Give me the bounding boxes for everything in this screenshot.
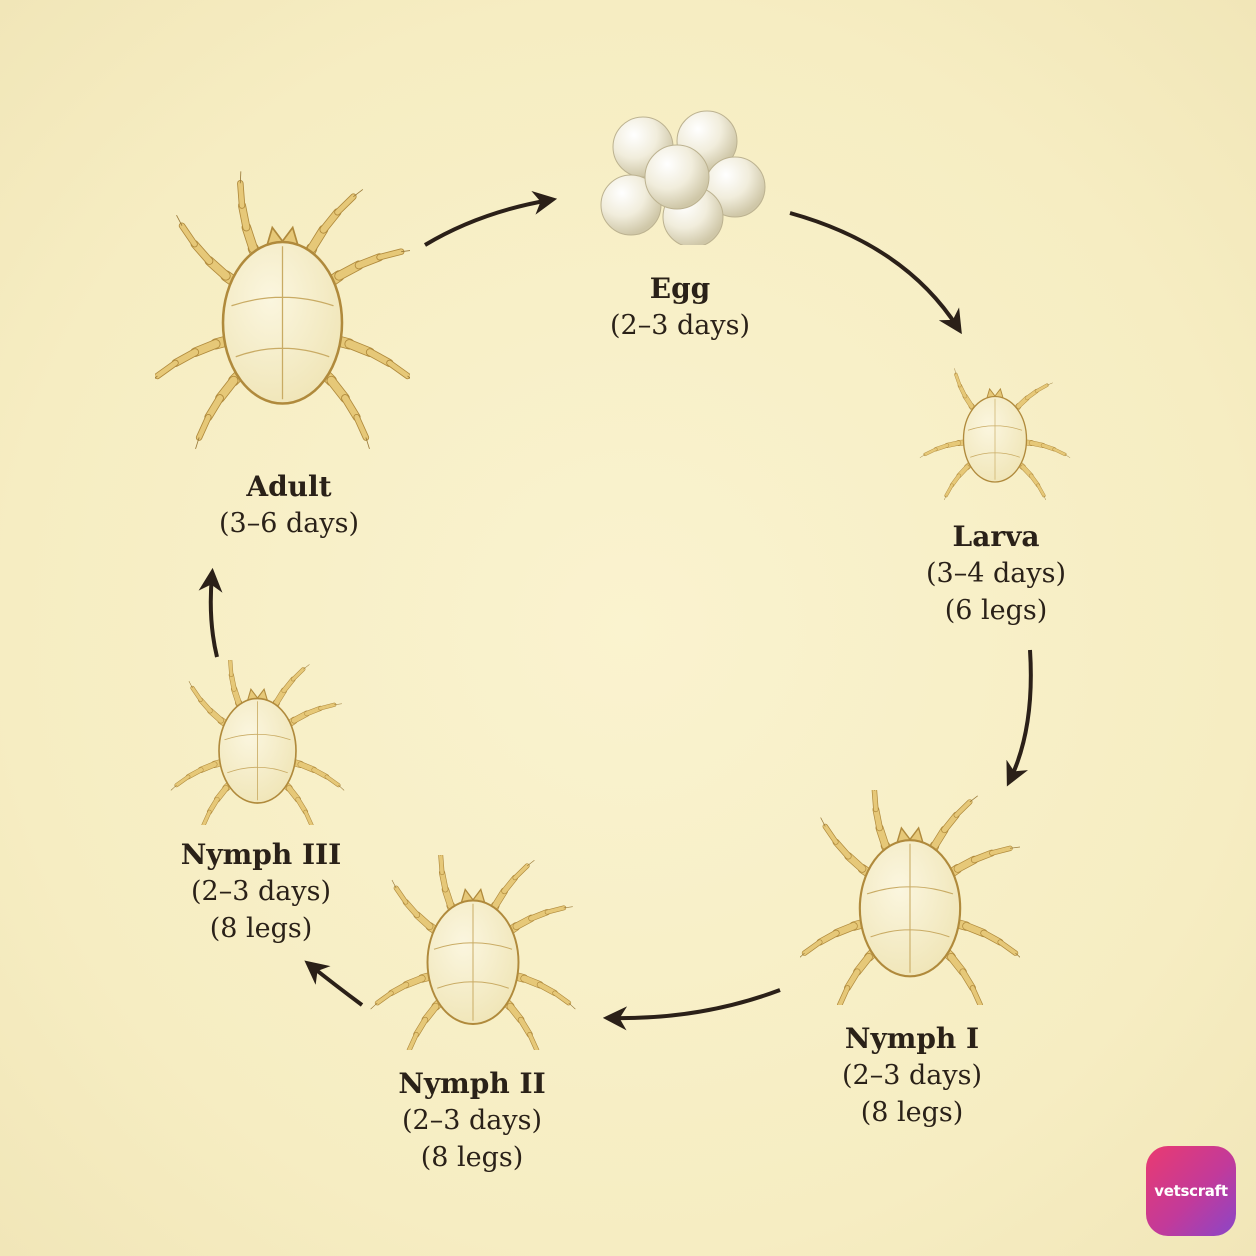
stage-name: Egg <box>649 272 711 305</box>
logo-text: vetscraft <box>1154 1182 1228 1200</box>
mite-body-markings <box>967 398 1023 480</box>
nymph-1-mite-icon <box>800 790 1020 1005</box>
stage-duration: (2–3 days) <box>610 310 750 341</box>
mite-body-markings <box>224 701 291 801</box>
arrow-nymph2-to-nymph3 <box>304 960 364 1007</box>
stage-legs: (8 legs) <box>860 1097 964 1128</box>
stage-name: Adult <box>246 470 332 503</box>
stage-name: Nymph II <box>398 1067 546 1100</box>
stage-duration: (2–3 days) <box>402 1105 542 1136</box>
stage-duration: (2–3 days) <box>842 1060 982 1091</box>
arrow-larva-to-nymph1 <box>1006 649 1033 787</box>
vetscraft-logo: vetscraft <box>1146 1146 1236 1236</box>
arrow-nymph1-to-nymph2 <box>602 988 781 1031</box>
mite-leg <box>919 439 974 458</box>
stage-name: Nymph III <box>180 838 342 871</box>
egg-cluster-icon <box>600 110 766 245</box>
stage-legs: (8 legs) <box>420 1142 524 1173</box>
arrow-egg-to-larva <box>789 211 962 335</box>
arrow-adult-to-egg <box>423 191 558 247</box>
stage-legs: (6 legs) <box>944 595 1048 626</box>
mite-body-markings <box>866 843 954 973</box>
mite-body-markings <box>433 903 513 1021</box>
stage-duration: (3–4 days) <box>926 558 1066 589</box>
stage-duration: (2–3 days) <box>191 876 331 907</box>
adult-mite-icon <box>155 171 410 450</box>
stage-name: Larva <box>952 520 1040 553</box>
mite-leg <box>1016 439 1071 458</box>
mite-body-markings <box>231 246 334 400</box>
nymph-2-mite-icon <box>370 855 576 1050</box>
larva-mite-icon <box>919 368 1071 500</box>
stage-legs: (8 legs) <box>209 913 313 944</box>
nymph-3-mite-icon <box>170 660 345 825</box>
stage-name: Nymph I <box>844 1022 980 1055</box>
arrow-nymph3-to-adult <box>198 567 223 658</box>
stage-duration: (3–6 days) <box>219 508 359 539</box>
